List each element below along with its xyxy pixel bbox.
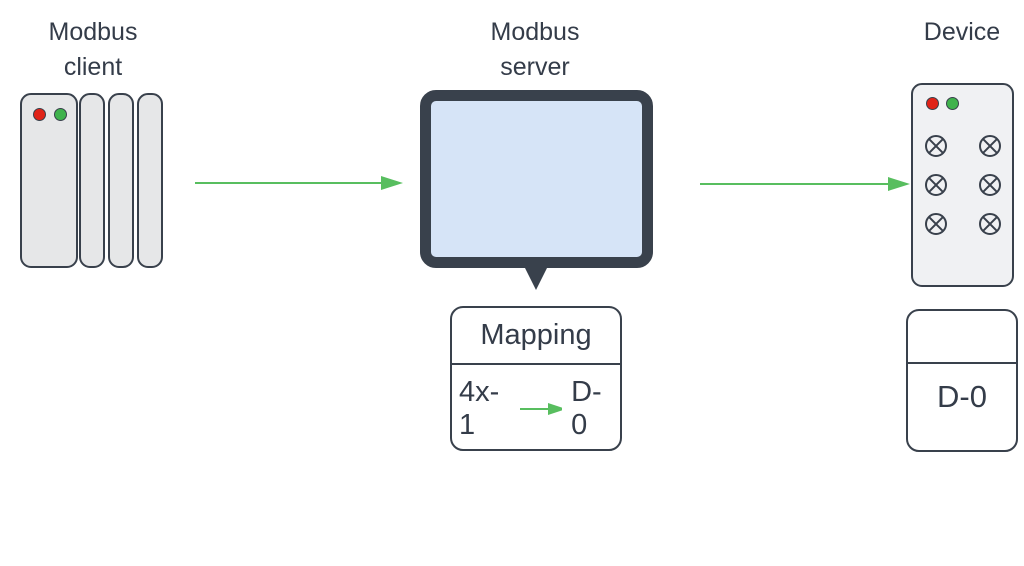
plc-main-module	[20, 93, 78, 268]
device-register-value: D-0	[937, 379, 987, 414]
plc-module	[79, 93, 105, 268]
device-register-header	[908, 311, 1016, 364]
plc-module	[137, 93, 163, 268]
server-to-device-arrow-icon	[700, 177, 910, 191]
mapping-target: D-0	[571, 376, 602, 441]
device-lamp-grid	[924, 134, 1002, 236]
green-led-icon	[54, 108, 67, 121]
device-label: Device	[923, 18, 1001, 46]
modbus-client-plc	[20, 93, 163, 268]
red-led-icon	[33, 108, 46, 121]
circled-x-lamp-icon	[925, 135, 947, 157]
client-label-line2: client	[63, 53, 123, 81]
mapping-source: 4x-1	[459, 376, 500, 441]
client-label: Modbus client	[13, 15, 173, 85]
server-label: Modbus server	[455, 15, 615, 85]
circled-x-lamp-icon	[979, 135, 1001, 157]
circled-x-lamp-icon	[979, 213, 1001, 235]
plc-module	[108, 93, 134, 268]
mapping-box: Mapping 4x-1 D-0	[450, 306, 622, 451]
server-label-line1: Modbus	[490, 18, 580, 46]
circled-x-lamp-icon	[925, 213, 947, 235]
monitor-tail-pointer	[524, 266, 548, 290]
green-led-icon	[946, 97, 959, 110]
circled-x-lamp-icon	[925, 174, 947, 196]
red-led-icon	[926, 97, 939, 110]
mapping-entry: 4x-1 D-0	[452, 365, 620, 442]
client-to-server-arrow-icon	[195, 176, 403, 190]
server-label-line2: server	[500, 53, 570, 81]
device-register-box: D-0	[906, 309, 1018, 452]
mapping-box-title: Mapping	[452, 308, 620, 365]
client-label-line1: Modbus	[48, 18, 138, 46]
mapping-arrow-icon	[519, 403, 563, 415]
device-panel	[911, 83, 1014, 287]
circled-x-lamp-icon	[979, 174, 1001, 196]
modbus-server-monitor	[420, 90, 653, 268]
